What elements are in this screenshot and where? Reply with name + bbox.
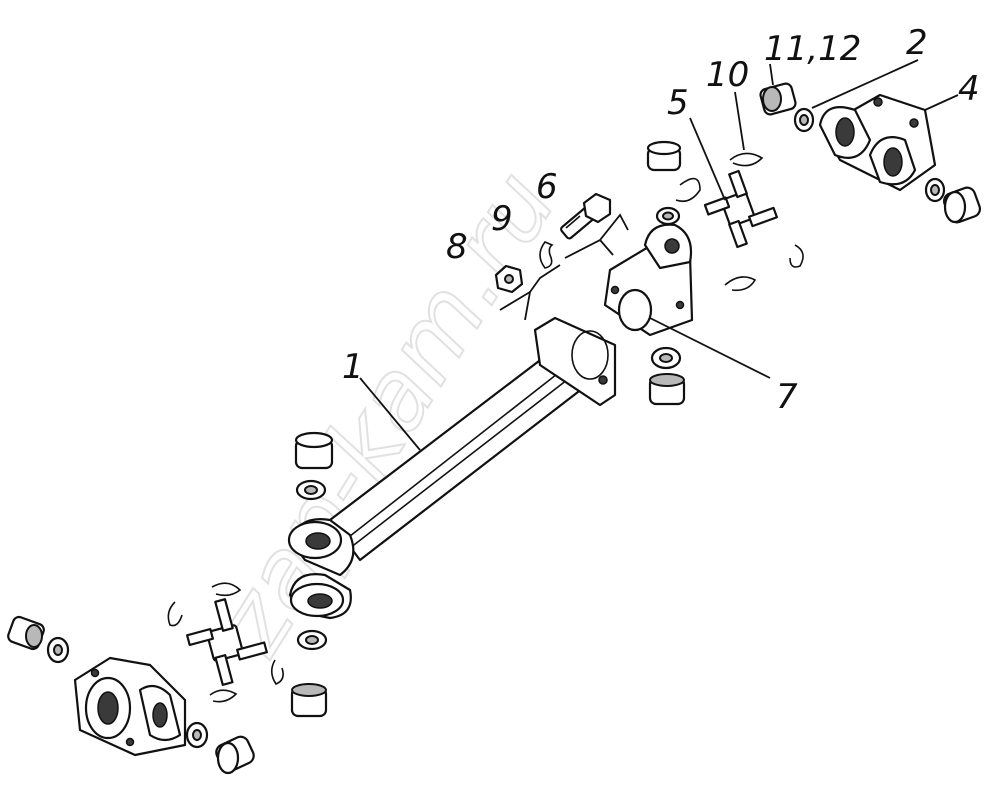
seal-ring-4 [295,479,327,501]
callout-9: 9 [491,199,513,239]
washer-9 [539,241,554,269]
callout-5: 5 [667,83,689,123]
seal-ring-7 [185,721,209,749]
bearing-cap-lower-1 [215,735,255,775]
callout-1: 1 [342,347,364,387]
spider-cross-lower [186,598,268,686]
callout-11-12: 11,12 [764,29,861,69]
spider-cross-upper [703,169,779,249]
callout-10: 10 [706,55,749,95]
snap-ring-g [209,689,238,703]
callout-6: 6 [536,167,558,207]
seal-ring-3 [924,177,946,203]
snap-ring-c [724,276,757,292]
snap-ring-f [270,659,284,685]
upper-flange-yoke [818,93,937,192]
bearing-cap-mid [648,373,686,406]
snap-ring-d [211,582,242,597]
snap-ring-e [167,601,183,627]
callout-2: 2 [906,23,928,63]
bearing-cap-lower-2 [290,683,328,718]
seal-ring-2 [793,107,815,133]
callout-leaders [359,59,959,451]
nut-8 [494,264,524,294]
snap-ring-b [789,244,804,268]
callout-labels: 1 2 4 5 6 7 8 9 10 11,12 [342,23,980,417]
snap-rings [167,152,804,703]
bearing-cap-upper-2 [759,82,797,116]
bearing-cap-upper-3 [942,186,982,224]
seal-ring-1 [655,206,681,226]
lower-flange-yoke [73,656,187,757]
bearing-cap-left [7,615,45,651]
shaft-tube [287,316,617,620]
callout-7: 7 [776,377,798,417]
snap-ring-10 [729,152,764,167]
seal-ring-8 [650,346,682,370]
bearing-cap-upper-1 [646,140,682,172]
seal-ring-6 [46,636,70,664]
snap-ring-a [675,177,701,203]
bracket-leaders [499,213,629,321]
seal-rings [46,107,946,749]
callout-8: 8 [446,227,468,267]
bolt-6 [560,192,612,240]
bearing-cap-shaft [294,431,334,470]
bearing-caps [7,82,982,775]
callout-4: 4 [958,69,980,109]
seal-ring-5 [296,629,328,651]
flange-yoke [603,223,694,337]
